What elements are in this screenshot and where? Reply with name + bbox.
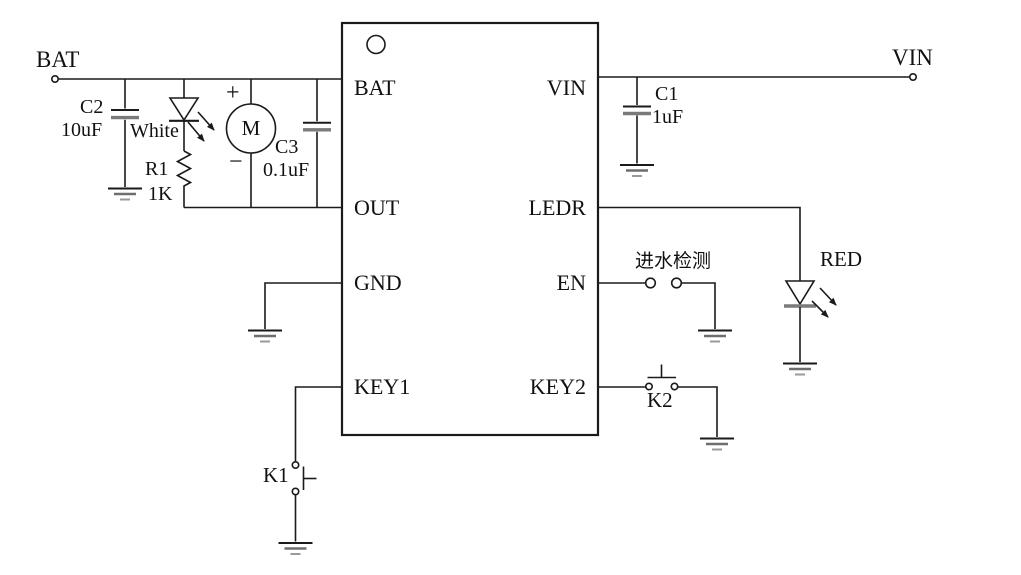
bat-terminal-node [50, 75, 59, 84]
ground-symbol [618, 163, 656, 178]
ic-body [340, 21, 600, 437]
vin-rail-wire [598, 73, 917, 82]
pin-row-3: GND EN [342, 270, 598, 296]
c3-capacitor [303, 79, 331, 208]
ic-pin-key1: KEY1 [354, 374, 411, 399]
ic-pin-en: EN [556, 270, 586, 295]
motor-plus-label: + [226, 80, 240, 106]
ic-pin-key2: KEY2 [529, 374, 586, 399]
ground-symbol [781, 362, 819, 376]
motor-m-label: M [241, 116, 261, 140]
led-emission-arrow [197, 111, 215, 131]
r1-resistor [175, 150, 193, 208]
c2-value-label: 10uF [61, 119, 103, 141]
ic-pin-gnd: GND [354, 270, 402, 295]
pin1-marker-circle [366, 34, 386, 55]
water-detect-label: 进水检测 [635, 251, 712, 272]
pin-row-1: BAT VIN [342, 75, 598, 101]
ground-symbol [106, 187, 144, 201]
red-led [598, 206, 837, 376]
c1-capacitor [618, 77, 656, 178]
led-emission-arrow [819, 287, 837, 306]
led-emission-arrow [811, 300, 829, 318]
vin-terminal-node [908, 73, 917, 82]
ic-pin-vin: VIN [546, 75, 586, 100]
pin-row-4: KEY1 KEY2 [342, 374, 598, 400]
motor-symbol [225, 79, 277, 208]
c2-ref-label: C2 [80, 96, 104, 118]
c3-value-label: 0.1uF [263, 159, 310, 181]
ic-pin-bat: BAT [354, 75, 396, 100]
ic-pin-ledr: LEDR [528, 195, 586, 220]
en-water-detect-contact [598, 277, 734, 343]
vin-terminal-label: VIN [892, 45, 933, 70]
bat-terminal-label: BAT [36, 47, 80, 72]
c3-ref-label: C3 [275, 136, 299, 158]
white-led-label: White [130, 120, 179, 142]
ground-symbol [246, 329, 284, 343]
key1-switch-k1 [277, 386, 342, 556]
ic-pin-out: OUT [354, 195, 400, 220]
ground-symbol [696, 329, 734, 343]
c1-value-label: 1uF [652, 106, 684, 128]
r1-value-label: 1K [148, 183, 173, 205]
white-led [168, 79, 215, 151]
pin-row-2: OUT LEDR [342, 195, 598, 221]
bat-rail-wire [50, 75, 342, 84]
led-emission-arrow [187, 121, 205, 142]
k2-label: K2 [647, 388, 673, 412]
c1-ref-label: C1 [655, 83, 679, 105]
k1-label: K1 [263, 463, 289, 487]
motor-minus-label: − [229, 149, 243, 175]
red-led-label: RED [820, 247, 862, 271]
c2-capacitor [106, 79, 144, 201]
r1-ref-label: R1 [145, 158, 169, 180]
key2-switch-k2 [598, 364, 736, 451]
ic-pin-labels: BAT VIN OUT LEDR GND EN KEY1 KEY2 [342, 23, 598, 435]
ground-symbol [277, 541, 314, 556]
gnd-wire [246, 282, 342, 343]
ground-symbol [698, 437, 736, 451]
